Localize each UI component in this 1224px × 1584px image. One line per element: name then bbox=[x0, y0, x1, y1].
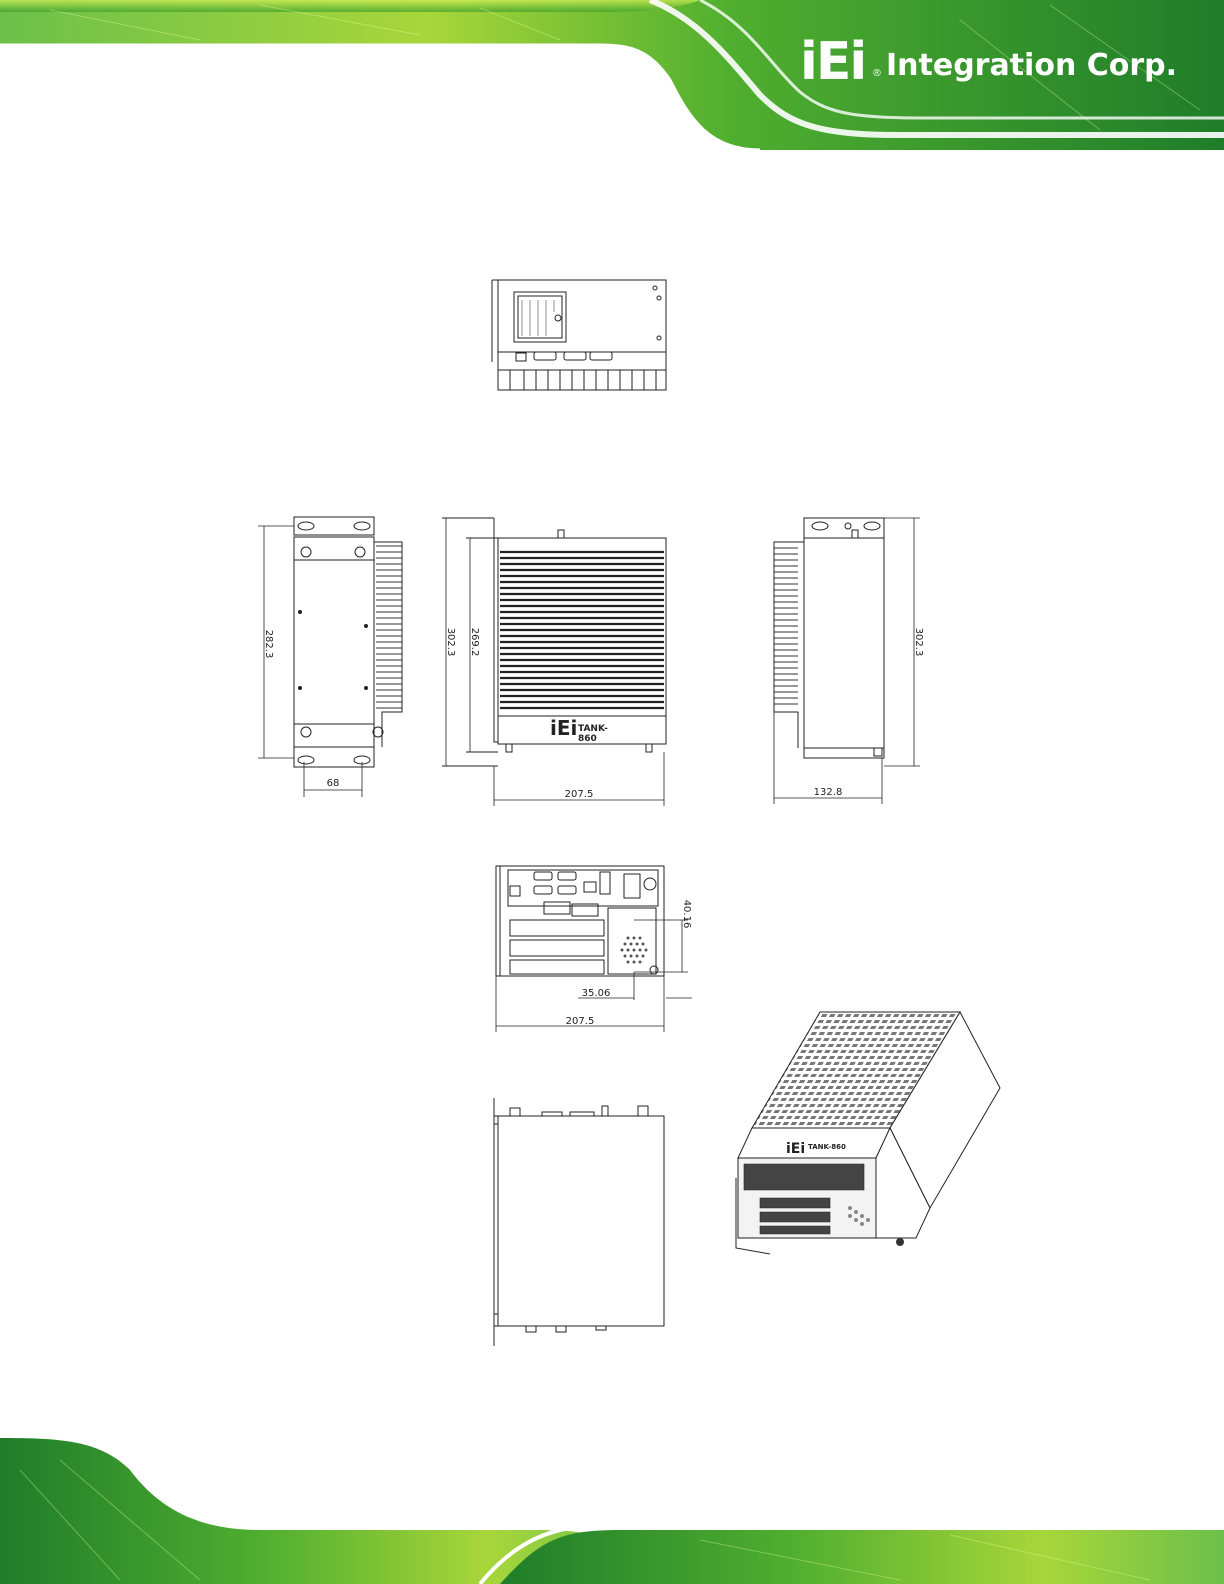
company-logo: iEi ® Integration Corp. bbox=[800, 28, 1200, 96]
bottom-view-drawing bbox=[486, 1094, 672, 1350]
logo-mark: iEi bbox=[800, 32, 865, 92]
iso-iei-logo-icon: iEi bbox=[786, 1141, 805, 1157]
rear-view-dimension-labels: 40.16 35.06 207.5 bbox=[488, 860, 698, 1036]
dim-left-height: 282.3 bbox=[263, 630, 274, 659]
iso-brand-model: TANK-860 bbox=[808, 1143, 846, 1151]
isometric-view-drawing bbox=[730, 1008, 1006, 1264]
dim-rear-width: 207.5 bbox=[566, 1016, 595, 1027]
left-view-dimension-labels: 282.3 68 bbox=[254, 512, 414, 802]
dim-rear-horizontal: 35.06 bbox=[582, 988, 611, 999]
right-view-dimension-labels: 302.3 132.8 bbox=[768, 512, 928, 808]
dim-rear-vertical: 40.16 bbox=[681, 900, 692, 929]
dim-front-body-height: 269.2 bbox=[469, 628, 480, 657]
dim-right-width: 132.8 bbox=[814, 787, 843, 798]
logo-company-name: Integration Corp. bbox=[886, 46, 1177, 86]
dim-left-width: 68 bbox=[327, 778, 340, 789]
top-view-drawing bbox=[488, 278, 670, 394]
front-view-dimension-labels: 302.3 269.2 207.5 bbox=[436, 512, 676, 812]
dim-right-height: 302.3 bbox=[913, 628, 924, 657]
footer-banner bbox=[0, 1430, 1224, 1584]
dim-front-total-height: 302.3 bbox=[445, 628, 456, 657]
logo-registered-mark: ® bbox=[872, 68, 882, 79]
dim-front-width: 207.5 bbox=[565, 789, 594, 800]
iso-brand-label: iEi TANK-860 bbox=[786, 1138, 856, 1158]
